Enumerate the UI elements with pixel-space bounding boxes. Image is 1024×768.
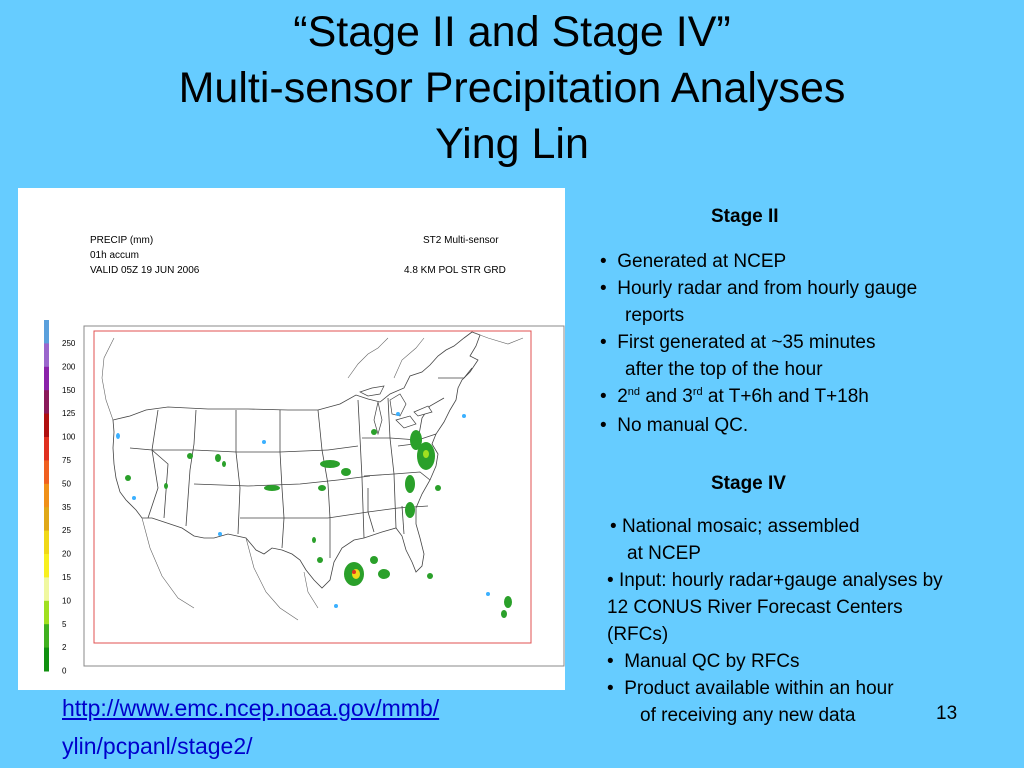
precip-map: PRECIP (mm) 01h accum VALID 05Z 19 JUN 2… xyxy=(44,235,565,676)
stage4-item-4-cont: of receiving any new data xyxy=(640,705,856,726)
title-line-1: “Stage II and Stage IV” xyxy=(293,8,731,56)
legend-label-25: 25 xyxy=(62,526,71,535)
legend-swatch-125 xyxy=(44,390,49,415)
reference-link-line-2[interactable]: ylin/pcpanl/stage2/ xyxy=(62,733,253,759)
stage2-item-3: • First generated at ~35 minutes xyxy=(600,332,876,353)
legend-label-75: 75 xyxy=(62,456,71,465)
stage4-item-4: • Product available within an hour xyxy=(607,678,894,699)
precip-echoes xyxy=(125,429,512,618)
map-header-precip: PRECIP (mm) xyxy=(90,235,153,246)
map-domain-box xyxy=(93,330,532,644)
legend-color-bar xyxy=(44,320,49,672)
legend-swatch-50 xyxy=(44,460,49,485)
stage2-heading: Stage II xyxy=(711,206,779,227)
stage4-item-3: • Manual QC by RFCs xyxy=(607,651,800,672)
legend-swatch-75 xyxy=(44,437,49,461)
legend-label-20: 20 xyxy=(62,550,71,559)
precip-heavy-echoes xyxy=(352,450,429,579)
legend-swatch-100 xyxy=(44,413,49,438)
stage2-item-3-cont: after the top of the hour xyxy=(625,359,823,380)
stage4-list: • National mosaic; assembled at NCEP • I… xyxy=(607,513,943,729)
legend-label-2: 2 xyxy=(62,643,67,652)
legend-label-100: 100 xyxy=(62,433,76,442)
title-line-2: Multi-sensor Precipitation Analyses xyxy=(178,64,846,112)
precip-map-panel: PRECIP (mm) 01h accum VALID 05Z 19 JUN 2… xyxy=(18,188,565,690)
legend-swatch-15 xyxy=(44,554,49,578)
stage4-item-1-cont: at NCEP xyxy=(627,543,701,564)
slide-title: “Stage II and Stage IV” Multi-sensor Pre… xyxy=(0,4,1024,172)
legend-swatch-10 xyxy=(44,577,49,602)
stage4-item-2-cont-2: (RFCs) xyxy=(607,624,669,645)
legend-label-15: 15 xyxy=(62,573,71,582)
legend-label-250: 250 xyxy=(62,339,76,348)
legend-swatch-25 xyxy=(44,507,49,532)
legend-swatch-150 xyxy=(44,366,49,391)
map-header-grid: 4.8 KM POL STR GRD xyxy=(404,265,506,276)
reference-link-line-1[interactable]: http://www.emc.ncep.noaa.gov/mmb/ xyxy=(62,695,440,721)
stage2-item-2: • Hourly radar and from hourly gauge xyxy=(600,278,918,299)
legend-label-200: 200 xyxy=(62,362,76,371)
map-header-valid: VALID 05Z 19 JUN 2006 xyxy=(90,265,200,276)
legend-label-5: 5 xyxy=(62,620,67,629)
legend-label-125: 125 xyxy=(62,409,76,418)
stage2-item-4: • 2nd and 3rd at T+6h and T+18h xyxy=(600,386,869,407)
map-header-product: ST2 Multi-sensor xyxy=(423,235,499,246)
legend-swatch-35 xyxy=(44,483,49,508)
legend-swatch-2 xyxy=(44,624,49,649)
stage2-item-1: • Generated at NCEP xyxy=(600,251,787,272)
legend-label-50: 50 xyxy=(62,479,71,488)
great-lakes xyxy=(359,385,433,436)
stage4-item-2: • Input: hourly radar+gauge analyses by xyxy=(607,570,943,591)
legend-label-0: 0 xyxy=(62,667,67,676)
stage4-heading: Stage IV xyxy=(711,473,786,494)
legend-swatch-200 xyxy=(44,343,49,368)
legend-swatch-0 xyxy=(44,647,49,672)
legend-label-35: 35 xyxy=(62,503,71,512)
legend-swatch-5 xyxy=(44,600,49,625)
stage4-item-2-cont-1: 12 CONUS River Forecast Centers xyxy=(607,597,903,618)
map-outer-frame xyxy=(83,325,565,667)
legend-swatch-20 xyxy=(44,530,49,555)
reference-link: http://www.emc.ncep.noaa.gov/mmb/ ylin/p… xyxy=(62,689,439,765)
precip-light-echoes xyxy=(116,412,490,608)
legend-label-10: 10 xyxy=(62,596,71,605)
legend-label-150: 150 xyxy=(62,386,76,395)
stage2-item-5: • No manual QC. xyxy=(600,415,749,436)
title-line-3: Ying Lin xyxy=(435,120,589,168)
map-header-accum: 01h accum xyxy=(90,250,139,261)
stage2-item-2-cont: reports xyxy=(625,305,685,326)
page-number: 13 xyxy=(936,703,958,724)
map-neighbor-lines xyxy=(101,331,524,621)
stage2-list: • Generated at NCEP • Hourly radar and f… xyxy=(600,248,917,439)
stage4-item-1: • National mosaic; assembled xyxy=(610,516,860,537)
legend-swatch-250 xyxy=(44,320,49,344)
